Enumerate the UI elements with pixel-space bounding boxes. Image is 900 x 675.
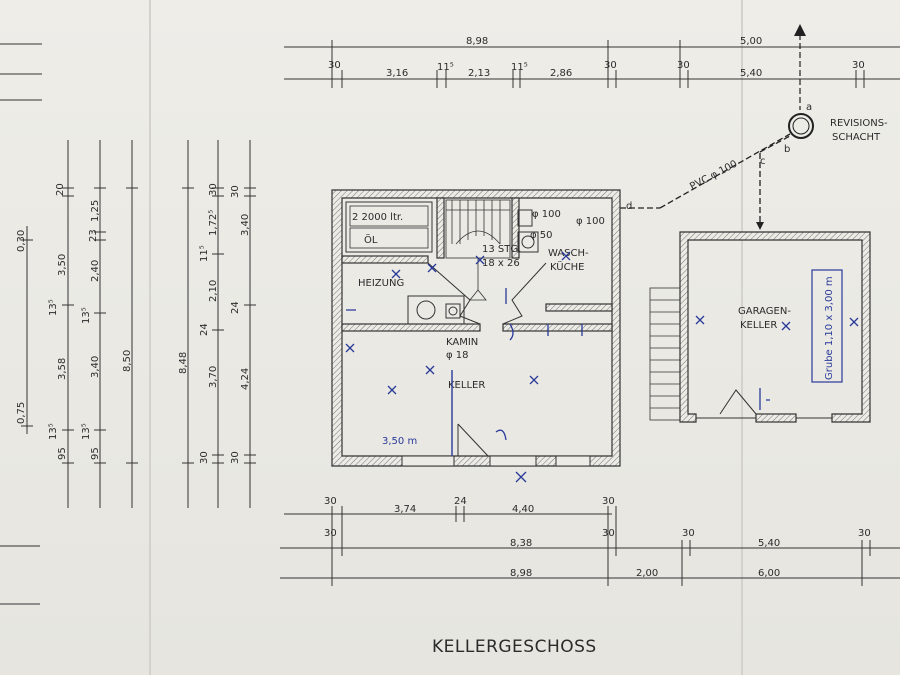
stairs-size-label: 18 x 26 xyxy=(482,258,520,269)
cellar-label: KELLER xyxy=(448,380,485,391)
pvc-pipe-label: PVC φ 100 xyxy=(688,159,739,193)
manhole-label-c: c xyxy=(760,156,766,167)
pipe-label-c: φ 50 xyxy=(530,230,553,241)
oil-tank xyxy=(345,201,433,253)
laundry-label-2: KÜCHE xyxy=(550,260,584,273)
top-dimension-lines xyxy=(284,40,900,88)
chimney-label: KAMIN xyxy=(446,337,478,348)
dim-left-c3-5: 13⁵ xyxy=(81,423,92,440)
dim-898-bottom: 8,98 xyxy=(510,568,532,579)
left-dimension-columns xyxy=(21,140,256,508)
left-margin-ticks xyxy=(0,43,42,605)
dim-left-c6-5: 3,70 xyxy=(208,366,219,388)
tank-oil-label: ÖL xyxy=(364,233,378,246)
pen-note-width: 3,50 m xyxy=(382,436,417,447)
dim-left-c7-2: 24 xyxy=(230,301,241,314)
tank-label: 2 2000 ltr. xyxy=(352,212,403,223)
dim-374: 3,74 xyxy=(394,504,416,515)
bottom-dimension-lines xyxy=(280,506,900,586)
heating-label: HEIZUNG xyxy=(358,278,404,289)
pit-outline xyxy=(811,269,843,383)
stairs xyxy=(445,199,511,301)
chimney-size-label: φ 18 xyxy=(446,350,469,361)
dim-r30a-top: 30 xyxy=(328,60,341,71)
pen-note-pit: Grube 1,10 x 3,00 m xyxy=(824,276,835,380)
dim-r30e-bottom: 30 xyxy=(682,528,695,539)
dim-r30c-top: 30 xyxy=(677,60,690,71)
dim-left-c2-2: 13⁵ xyxy=(48,299,59,316)
dim-left-c3-6: 95 xyxy=(90,447,101,460)
dim-r30d-bottom: 30 xyxy=(602,528,615,539)
dim-213: 2,13 xyxy=(468,68,490,79)
dim-left-c7-4: 30 xyxy=(230,451,241,464)
dim-left-c6-6: 30 xyxy=(199,451,210,464)
dim-540-top: 5,40 xyxy=(740,68,762,79)
dim-left-c2-3: 3,58 xyxy=(57,358,68,380)
dim-left-c3-4: 3,40 xyxy=(90,356,101,378)
dim-garage-top: 5,00 xyxy=(740,36,762,47)
dim-r11b: 11⁵ xyxy=(511,62,528,73)
dim-left-c6-0: 30 xyxy=(208,183,219,196)
dim-r30a-bottom: 30 xyxy=(324,496,337,507)
dim-200: 2,00 xyxy=(636,568,658,579)
revision-label-1: REVISIONS- xyxy=(830,118,888,129)
garage-label-1: GARAGEN- xyxy=(738,306,791,317)
dim-left-c3-2: 2,40 xyxy=(90,260,101,282)
house-walls xyxy=(331,189,621,467)
garage-walls xyxy=(679,231,871,423)
pipe-label-b: φ 100 xyxy=(576,216,605,227)
dim-r30c-bottom: 30 xyxy=(324,528,337,539)
dim-286: 2,86 xyxy=(550,68,572,79)
dim-left-c6-3: 2,10 xyxy=(208,280,219,302)
dim-left-c1-1: 0,75 xyxy=(16,402,27,424)
manhole-label-a: a xyxy=(806,102,812,113)
dim-r11a: 11⁵ xyxy=(437,62,454,73)
cellar-door xyxy=(457,423,489,457)
dim-left-c4-0: 8,50 xyxy=(122,350,133,372)
dim-r30d-top: 30 xyxy=(852,60,865,71)
chimney xyxy=(407,262,547,325)
dim-540-bottom: 5,40 xyxy=(758,538,780,549)
stairs-label: 13 STG. xyxy=(482,244,521,255)
dim-overall-top: 8,98 xyxy=(466,36,488,47)
manhole-label-d: d xyxy=(626,201,632,212)
dim-316: 3,16 xyxy=(386,68,408,79)
dim-left-c5-0: 8,48 xyxy=(178,352,189,374)
dim-440: 4,40 xyxy=(512,504,534,515)
dim-left-c6-2: 11⁵ xyxy=(199,245,210,262)
dim-left-c6-4: 24 xyxy=(199,323,210,336)
revision-shaft xyxy=(620,24,814,230)
dim-left-c2-1: 3,50 xyxy=(57,254,68,276)
dim-left-c2-0: 20 xyxy=(55,183,66,196)
dim-left-c6-1: 1,72⁵ xyxy=(208,210,219,236)
dim-left-c3-1: 23 xyxy=(88,229,99,242)
dim-r24: 24 xyxy=(454,496,467,507)
dim-r30f-bottom: 30 xyxy=(858,528,871,539)
garage-label-2: KELLER xyxy=(740,320,777,331)
dim-left-c7-3: 4,24 xyxy=(240,368,251,390)
dim-r30b-top: 30 xyxy=(604,60,617,71)
manhole-label-b: b xyxy=(784,144,790,155)
dim-r30b-bottom: 30 xyxy=(602,496,615,507)
laundry-fixtures xyxy=(517,209,539,253)
garage-exterior-stairs xyxy=(649,287,681,421)
plan-title: KELLERGESCHOSS xyxy=(432,637,597,657)
dim-left-c3-0: 1,25 xyxy=(90,200,101,222)
dim-left-c1-0: 0,30 xyxy=(16,230,27,252)
dim-left-c2-4: 13⁵ xyxy=(48,423,59,440)
direction-arrow-icon xyxy=(794,24,806,36)
dim-left-c3-3: 13⁵ xyxy=(81,307,92,324)
pipe-label-a: φ 100 xyxy=(532,209,561,220)
dim-left-c2-5: 95 xyxy=(57,447,68,460)
dim-600: 6,00 xyxy=(758,568,780,579)
dim-left-c7-0: 30 xyxy=(230,185,241,198)
revision-label-2: SCHACHT xyxy=(832,132,881,143)
dim-left-c7-1: 3,40 xyxy=(240,214,251,236)
pen-electrical-marks xyxy=(345,251,859,483)
dim-838: 8,38 xyxy=(510,538,532,549)
